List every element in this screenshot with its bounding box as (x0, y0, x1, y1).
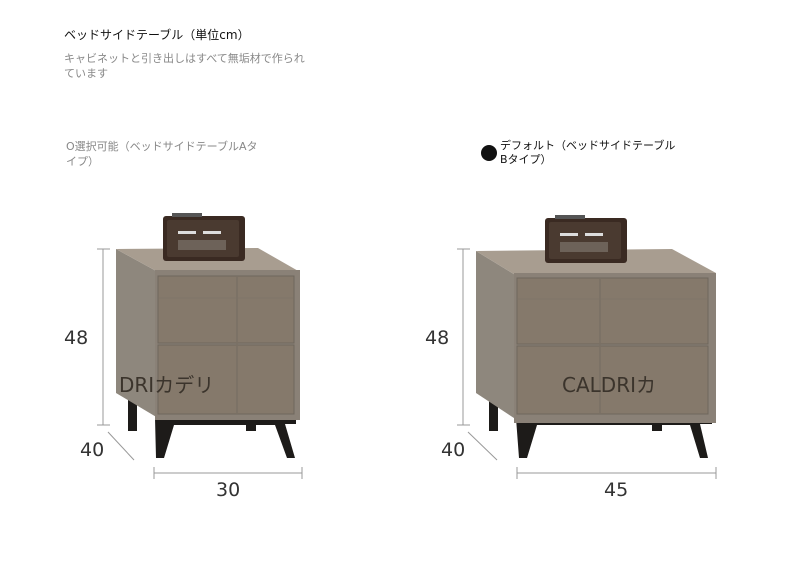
bedside-table-b (457, 215, 717, 479)
drawer-top (157, 275, 295, 344)
drawer-bottom (516, 345, 709, 415)
option-type-b-label[interactable]: デフォルト（ベッドサイドテーブルBタイプ） (500, 139, 676, 166)
leg (128, 396, 137, 431)
leg-frame (155, 418, 296, 458)
width-label-b: 45 (604, 479, 629, 501)
drawer-top (516, 277, 709, 345)
page-title: ベッドサイドテーブル（単位cm） (64, 28, 250, 42)
leg-frame (516, 418, 712, 458)
material-note: キャビネットと引き出しはすべて無垢材で作られています (64, 52, 305, 80)
watermark-b: CALDRIカ (562, 373, 656, 397)
height-label-b: 48 (425, 327, 450, 349)
selected-radio-icon[interactable] (481, 145, 497, 161)
leg (489, 396, 498, 431)
height-label-a: 48 (64, 327, 89, 349)
width-label-a: 30 (216, 479, 241, 501)
depth-label-a: 40 (80, 439, 105, 461)
option-type-a-label[interactable]: O選択可能（ベッドサイドテーブルAタイプ） (66, 140, 258, 168)
watermark-a: DRIカデリ (119, 373, 215, 397)
speaker (163, 213, 245, 261)
depth-label-b: 40 (441, 439, 466, 461)
speaker (545, 215, 627, 263)
drawer-bottom (157, 344, 295, 415)
bedside-table-a (97, 213, 303, 479)
